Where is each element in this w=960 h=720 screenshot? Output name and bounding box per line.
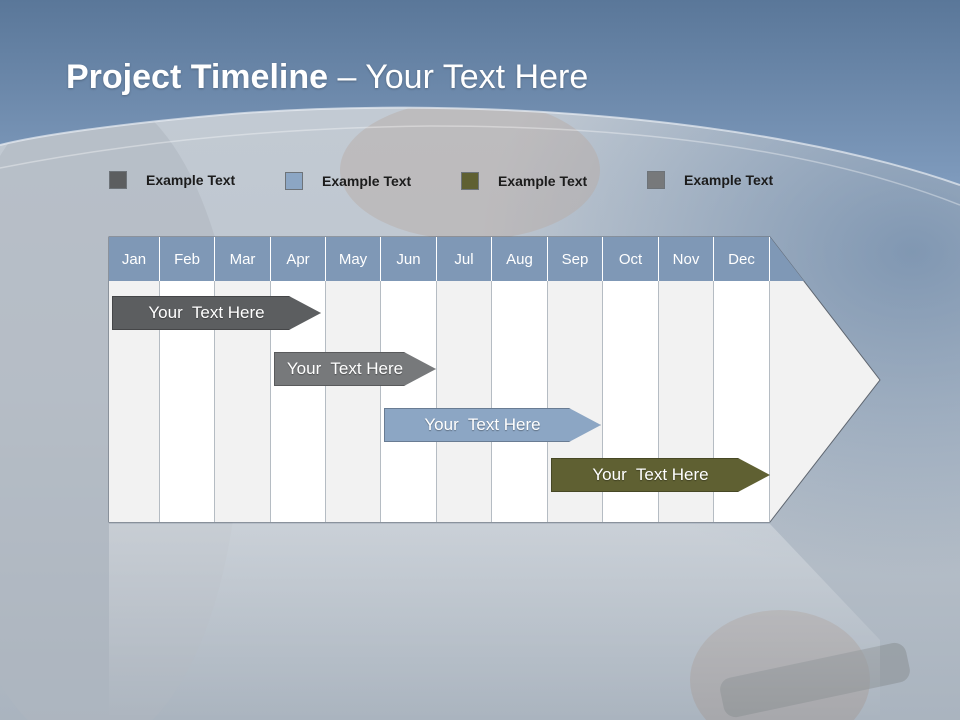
task-arrow[interactable]: Your Text Here	[551, 458, 770, 492]
month-header-mar: Mar	[215, 237, 271, 281]
month-header-jul: Jul	[437, 237, 492, 281]
legend-swatch	[285, 172, 303, 190]
title-rest: – Your Text Here	[328, 58, 589, 96]
task-label: Your Text Here	[286, 359, 404, 378]
month-header-may: May	[326, 237, 381, 281]
timeline-reflection	[109, 524, 880, 720]
month-header-oct: Oct	[603, 237, 659, 281]
month-header-dec: Dec	[714, 237, 770, 281]
timeline-column	[492, 281, 548, 522]
legend-swatch	[647, 171, 665, 189]
month-header-jan: Jan	[109, 237, 160, 281]
month-header-aug: Aug	[492, 237, 548, 281]
legend-swatch	[109, 171, 127, 189]
month-header-sep: Sep	[548, 237, 603, 281]
task-label: Your Text Here	[592, 465, 709, 484]
timeline-column	[381, 281, 437, 522]
month-header-jun: Jun	[381, 237, 437, 281]
task-arrow[interactable]: Your Text Here	[112, 296, 321, 330]
month-header-apr: Apr	[271, 237, 326, 281]
legend-swatch	[461, 172, 479, 190]
legend-label: Example Text	[146, 172, 236, 188]
legend-label: Example Text	[498, 173, 588, 189]
task-arrow[interactable]: Your Text Here	[274, 352, 436, 386]
legend-label: Example Text	[322, 173, 412, 189]
month-header-nov: Nov	[659, 237, 714, 281]
timeline-column	[326, 281, 381, 522]
title-bold: Project Timeline	[66, 58, 329, 96]
month-header-feb: Feb	[160, 237, 215, 281]
timeline-column	[437, 281, 492, 522]
task-label: Your Text Here	[424, 415, 541, 434]
task-arrow[interactable]: Your Text Here	[384, 408, 601, 442]
arrow-head-header	[770, 237, 804, 281]
page-title: Project Timeline – Your Text Here	[66, 58, 588, 97]
task-label: Your Text Here	[148, 303, 265, 322]
legend-label: Example Text	[684, 172, 774, 188]
